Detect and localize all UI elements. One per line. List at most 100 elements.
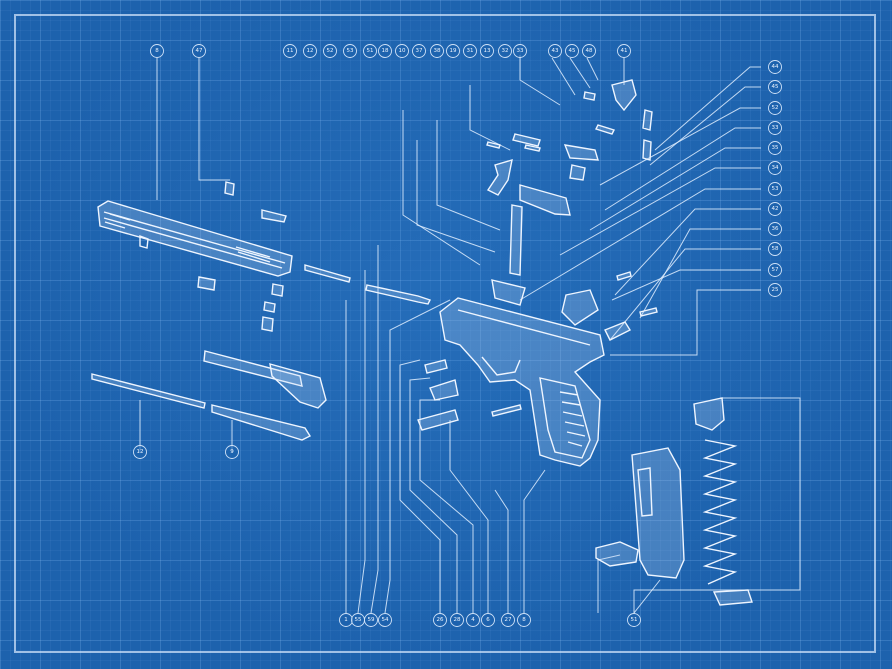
callout-circle	[768, 182, 782, 196]
callout-circle	[768, 80, 782, 94]
callout-number: 54	[382, 617, 389, 623]
callout-top-0: 8	[150, 44, 164, 58]
callout-number: 53	[772, 186, 779, 192]
callout-right-9: 58	[768, 242, 782, 256]
callout-number: 42	[772, 206, 779, 212]
callout-bottom-10: 51	[627, 613, 641, 627]
frame-part	[439, 279, 632, 467]
callout-number: 37	[416, 48, 423, 54]
callout-number: 45	[772, 84, 779, 90]
callout-circle	[225, 445, 239, 459]
callout-circle	[303, 44, 317, 58]
callout-number: 52	[327, 48, 334, 54]
callout-number: 55	[355, 617, 362, 623]
callout-number: 41	[621, 48, 628, 54]
callout-circle	[768, 202, 782, 216]
callout-top-2: 11	[283, 44, 297, 58]
callout-right-2: 52	[768, 101, 782, 115]
callout-circle	[481, 613, 495, 627]
callout-circle	[627, 613, 641, 627]
callout-circle	[768, 222, 782, 236]
callout-number: 8	[155, 48, 159, 54]
callout-bottom-5: 28	[450, 613, 464, 627]
callout-top-14: 32	[498, 44, 512, 58]
callout-circle	[283, 44, 297, 58]
callout-number: 51	[631, 617, 638, 623]
callout-number: 45	[569, 48, 576, 54]
callout-top-6: 51	[363, 44, 377, 58]
callout-circle	[498, 44, 512, 58]
callout-number: 35	[772, 145, 779, 151]
callout-number: 44	[772, 64, 779, 70]
callout-number: 33	[772, 125, 779, 131]
callout-right-3: 33	[768, 121, 782, 135]
callout-right-7: 42	[768, 202, 782, 216]
callout-circle	[768, 161, 782, 175]
callout-circle	[513, 44, 527, 58]
callout-top-3: 12	[303, 44, 317, 58]
leader-lines	[139, 55, 801, 614]
callout-right-10: 57	[768, 263, 782, 277]
callout-number: 36	[772, 226, 779, 232]
callout-number: 28	[454, 617, 461, 623]
callout-number: 38	[434, 48, 441, 54]
callout-number: 1	[344, 617, 348, 623]
callout-circle	[617, 44, 631, 58]
callout-circle	[433, 613, 447, 627]
callout-circle	[768, 263, 782, 277]
callout-right-0: 44	[768, 60, 782, 74]
callout-bottom-0: 1	[339, 613, 353, 627]
callout-number: 6	[486, 617, 490, 623]
callout-number: 8	[522, 617, 526, 623]
callout-number: 27	[505, 617, 512, 623]
callout-circle	[446, 44, 460, 58]
callout-circle	[412, 44, 426, 58]
callout-circle	[378, 613, 392, 627]
callout-number: 32	[502, 48, 509, 54]
callout-circle	[517, 613, 531, 627]
callout-number: 43	[552, 48, 559, 54]
callout-circle	[463, 44, 477, 58]
callout-right-6: 53	[768, 182, 782, 196]
callout-circle	[395, 44, 409, 58]
callout-bottom-2: 59	[364, 613, 378, 627]
callout-bottom-3: 54	[378, 613, 392, 627]
callout-right-4: 35	[768, 141, 782, 155]
callout-right-8: 36	[768, 222, 782, 236]
callout-right-1: 45	[768, 80, 782, 94]
callout-top-4: 52	[323, 44, 337, 58]
callout-top-9: 37	[412, 44, 426, 58]
callout-circle	[466, 613, 480, 627]
callout-bottom-1: 55	[351, 613, 365, 627]
callout-number: 12	[137, 449, 144, 455]
callout-number: 34	[772, 165, 779, 171]
callout-top-18: 48	[582, 44, 596, 58]
callout-number: 48	[586, 48, 593, 54]
callout-circle	[480, 44, 494, 58]
callout-circle	[364, 613, 378, 627]
callout-bottom-6: 4	[466, 613, 480, 627]
callout-number: 33	[517, 48, 524, 54]
callout-number: 12	[307, 48, 314, 54]
callout-number: 19	[450, 48, 457, 54]
callout-number: 52	[772, 105, 779, 111]
callout-top-19: 41	[617, 44, 631, 58]
callout-circle	[768, 242, 782, 256]
callout-top-1: 47	[192, 44, 206, 58]
callout-circle	[565, 44, 579, 58]
callout-number: 13	[484, 48, 491, 54]
callout-circle	[548, 44, 562, 58]
callout-number: 9	[230, 449, 234, 455]
callout-circle	[133, 445, 147, 459]
callout-number: 51	[367, 48, 374, 54]
callout-circle	[501, 613, 515, 627]
callout-circle	[323, 44, 337, 58]
blueprint-border	[14, 14, 876, 653]
callout-number: 11	[287, 48, 294, 54]
callout-number: 53	[347, 48, 354, 54]
callout-circle	[430, 44, 444, 58]
callout-top-15: 33	[513, 44, 527, 58]
